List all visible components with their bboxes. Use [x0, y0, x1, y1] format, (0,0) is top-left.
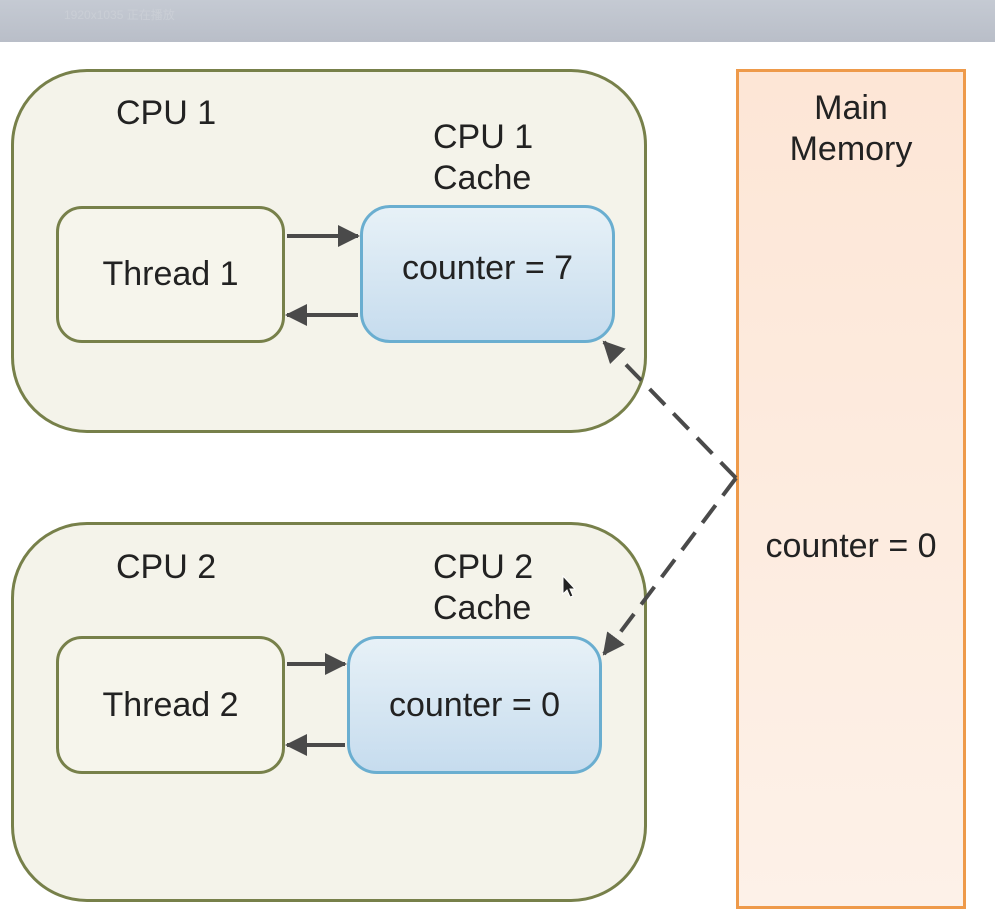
memory-to-cache-2-dashed-arrow: [602, 476, 738, 656]
mouse-cursor-icon: [562, 574, 577, 598]
cpu-1-cache-label: CPU 1 Cache: [433, 117, 533, 199]
cpu-2-cache-label-line2: Cache: [433, 589, 532, 627]
thread-1-box: Thread 1: [56, 206, 285, 343]
main-memory-title: Main Memory: [739, 88, 963, 170]
main-memory-value: counter = 0: [765, 527, 937, 565]
cpu-2-cache-box: counter = 0: [347, 636, 602, 774]
window-title-bar: 1920x1035 正在播放: [0, 0, 995, 42]
main-memory-box: Main Memory counter = 0: [736, 69, 966, 909]
thread-1-label: Thread 1: [102, 255, 239, 293]
cpu-1-cache-label-line2: Cache: [433, 159, 532, 197]
cpu-2-label: CPU 2: [116, 548, 217, 586]
cpu-1-cache-label-line1: CPU 1: [433, 118, 534, 156]
main-memory-title-line2: Memory: [789, 130, 913, 168]
memory-to-cache-1-dashed-arrow: [602, 340, 738, 480]
arrows-layer: [285, 225, 738, 756]
cpu-1-cache-value: counter = 7: [401, 248, 574, 287]
main-memory-title-line1: Main: [814, 89, 888, 127]
cpu-1-cache-box: counter = 7: [360, 205, 615, 343]
thread-2-box: Thread 2: [56, 636, 285, 774]
cpu-2-cache-label-line1: CPU 2: [433, 548, 534, 586]
thread-2-label: Thread 2: [102, 685, 239, 724]
cpu-2-cache-value: counter = 0: [388, 685, 561, 724]
cpu-1-label: CPU 1: [116, 94, 217, 132]
cpu-2-cache-label: CPU 2 Cache: [433, 547, 533, 629]
window-title: 1920x1035 正在播放: [64, 8, 175, 22]
